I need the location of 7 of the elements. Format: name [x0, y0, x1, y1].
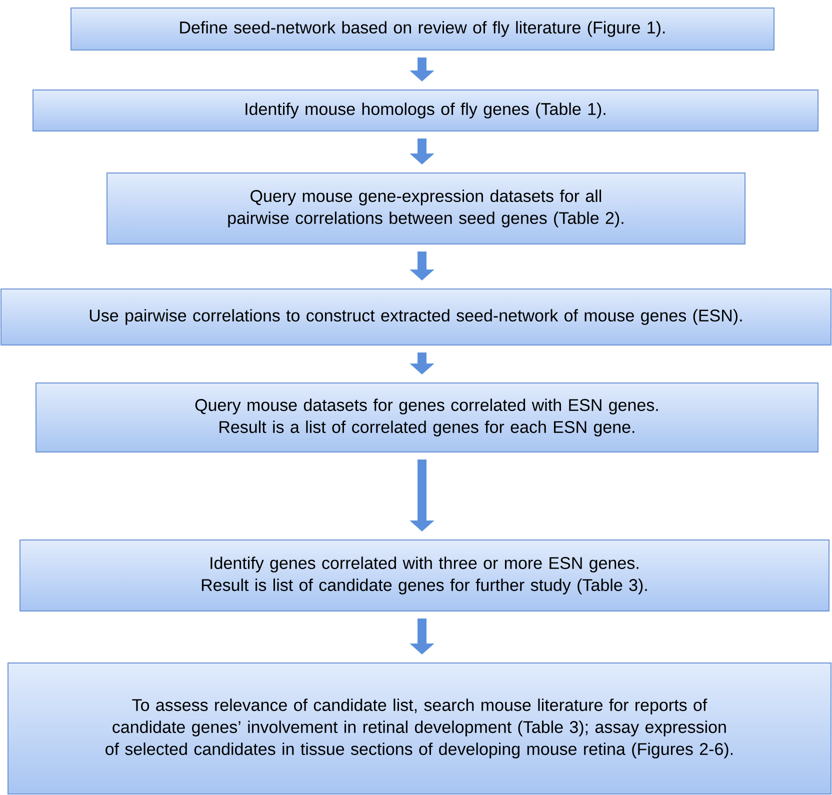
process-box: Query mouse datasets for genes correlated with ESN genes. Result is a list of correlated genes for each ESN gene.: [36, 382, 818, 452]
process-box: Identify mouse homologs of fly genes (Table 1).: [32, 90, 818, 132]
process-box: To assess relevance of candidate list, search mouse literature for reports of candidate genes’ involvement in retinal development (Table 3); assay expression of selected candidates in tissue sections of developing mouse retina (Figures 2-6).: [8, 662, 832, 794]
process-box: Query mouse gene-expression datasets for all pairwise correlations between seed genes (Table 2).: [106, 172, 746, 244]
process-box: Use pairwise correlations to construct extracted seed-network of mouse genes (ESN).: [0, 288, 832, 346]
process-box: Identify genes correlated with three or more ESN genes. Result is list of candidate genes for further study (Table 3).: [20, 540, 830, 612]
process-box: Define seed-network based on review of fly literature (Figure 1).: [70, 8, 774, 50]
